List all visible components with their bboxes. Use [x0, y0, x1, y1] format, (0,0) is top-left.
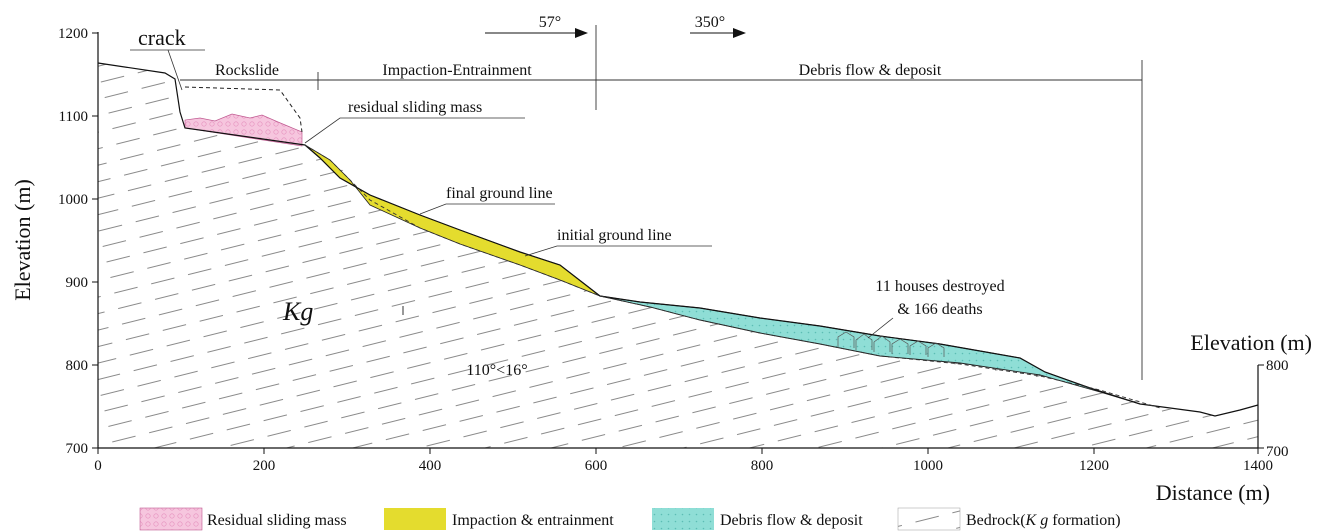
y-tick-700: 700: [66, 441, 89, 457]
attitude-label: 110°<16°: [466, 362, 527, 379]
y-tick-900: 900: [66, 275, 89, 291]
final-ground-annotation: final ground line: [446, 185, 553, 202]
legend-bedrock-label: Bedrock(K g formation): [966, 512, 1121, 529]
y-tick-1100: 1100: [59, 109, 88, 125]
x-tick-400: 400: [419, 458, 442, 474]
y-axis-left-label: Elevation (m): [10, 179, 35, 301]
residual-annotation: residual sliding mass: [348, 99, 482, 116]
x-tick-1000: 1000: [913, 458, 943, 474]
legend-swatch-residual: [139, 507, 203, 531]
y-tick-1000: 1000: [58, 192, 88, 208]
legend-swatch-debris: [652, 508, 714, 530]
destroyed-houses: [837, 331, 945, 357]
formation-label: Kg: [282, 297, 313, 326]
zone-impaction-label: Impaction-Entrainment: [382, 62, 532, 79]
y-tick-1200: 1200: [58, 26, 88, 42]
y-tick-800: 800: [66, 358, 89, 374]
crack-label: crack: [138, 25, 186, 50]
houses-annotation-line2: & 166 deaths: [897, 301, 982, 318]
direction-350-label: 350°: [695, 14, 725, 31]
right-y-tick-800: 800: [1266, 358, 1289, 374]
initial-ground-annotation: initial ground line: [557, 227, 672, 244]
legend-debris-label: Debris flow & deposit: [720, 512, 863, 529]
x-tick-600: 600: [585, 458, 608, 474]
residual-sliding-mass: [184, 113, 303, 147]
x-tick-1200: 1200: [1079, 458, 1109, 474]
legend-swatch-impaction: [384, 508, 446, 530]
original-slide-outline: [184, 86, 303, 133]
x-tick-1400: 1400: [1243, 458, 1273, 474]
x-tick-800: 800: [751, 458, 774, 474]
right-y-tick-700: 700: [1266, 444, 1289, 460]
x-tick-200: 200: [253, 458, 276, 474]
y-axis-right-label: Elevation (m): [1190, 330, 1312, 355]
houses-annotation-line1: 11 houses destroyed: [875, 278, 1004, 295]
bedrock-area: [98, 63, 1258, 448]
x-axis-label: Distance (m): [1156, 480, 1270, 505]
legend-residual-label: Residual sliding mass: [207, 512, 347, 529]
legend-swatch-bedrock: [897, 507, 961, 531]
legend-impaction-label: Impaction & entrainment: [452, 512, 614, 529]
final-ground-line: [97, 62, 1259, 417]
x-tick-0: 0: [94, 458, 102, 474]
zone-debris-label: Debris flow & deposit: [799, 62, 942, 79]
zone-rockslide-label: Rockslide: [215, 62, 279, 79]
legend: Residual sliding mass Impaction & entrai…: [139, 507, 1121, 531]
direction-57-label: 57°: [539, 14, 561, 31]
initial-ground-line: [304, 144, 1161, 409]
